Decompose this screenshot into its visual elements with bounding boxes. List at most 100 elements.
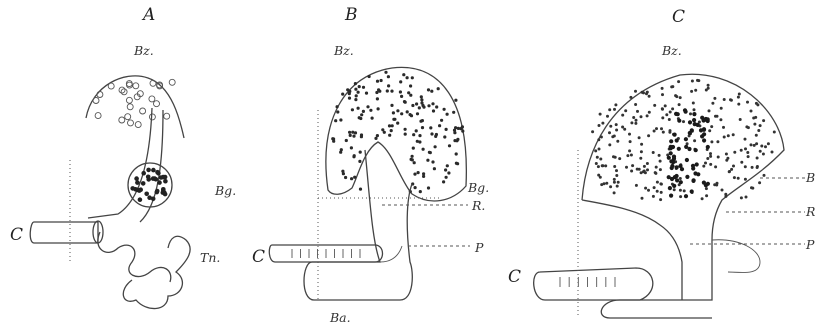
cap-dot bbox=[413, 173, 416, 176]
cap-circle bbox=[133, 83, 139, 89]
cap-dot bbox=[661, 93, 664, 96]
cap-dot bbox=[336, 105, 339, 108]
cap-dot bbox=[740, 149, 743, 152]
cap-dot bbox=[732, 165, 735, 168]
cap-circle bbox=[125, 114, 131, 120]
cap-dot bbox=[358, 85, 361, 88]
cap-dot bbox=[360, 135, 363, 138]
cap-dot bbox=[771, 151, 774, 154]
cap-dot bbox=[696, 79, 699, 82]
cap-dot bbox=[636, 110, 639, 113]
cap-dot bbox=[445, 128, 448, 131]
cap-dot bbox=[733, 176, 736, 179]
cap-dot-dense bbox=[688, 131, 692, 135]
cap-dot bbox=[671, 107, 674, 110]
cap-dot bbox=[710, 140, 713, 143]
cap-dot bbox=[691, 80, 694, 83]
cap-dot bbox=[690, 90, 693, 93]
cap-dot-dense bbox=[692, 112, 696, 116]
cap-dot bbox=[606, 115, 609, 118]
panel-a-lobes-2 bbox=[123, 236, 190, 308]
cap-dot-dense bbox=[668, 186, 672, 190]
panel-b-cap-outline bbox=[326, 67, 466, 201]
cap-dot bbox=[739, 118, 742, 121]
panel-c: C Bz. C B R P bbox=[508, 7, 815, 318]
cap-dot bbox=[655, 166, 658, 169]
cap-dot bbox=[630, 121, 633, 124]
ganglion-dot bbox=[134, 176, 139, 181]
cap-dot bbox=[591, 130, 594, 133]
cap-dot bbox=[615, 169, 618, 172]
cap-dot bbox=[751, 166, 754, 169]
cap-dot-dense bbox=[684, 145, 688, 149]
cap-dot bbox=[759, 150, 762, 153]
cap-dot bbox=[595, 162, 598, 165]
cap-dot-dense bbox=[669, 139, 673, 143]
cap-dot bbox=[624, 109, 627, 112]
cap-dot-dense bbox=[688, 120, 692, 124]
cap-dot bbox=[420, 95, 423, 98]
cap-dot bbox=[461, 125, 464, 128]
panel-a: A Bz. Bg. C Tn. bbox=[10, 5, 236, 309]
cap-dot bbox=[345, 139, 348, 142]
cap-dot-dense bbox=[667, 156, 671, 160]
ganglion-dot bbox=[161, 175, 166, 180]
cap-dot bbox=[635, 119, 638, 122]
cap-dot bbox=[629, 140, 632, 143]
cap-dot bbox=[435, 133, 438, 136]
cap-dot-dense bbox=[678, 164, 682, 168]
cap-dot-dense bbox=[695, 162, 699, 166]
cap-circle bbox=[128, 120, 134, 126]
cap-dot bbox=[443, 135, 446, 138]
cap-dot bbox=[392, 111, 395, 114]
panel-a-title: A bbox=[141, 5, 155, 25]
cap-dot bbox=[646, 168, 649, 171]
cap-dot bbox=[371, 117, 374, 120]
cap-dot bbox=[608, 143, 611, 146]
cap-dot bbox=[388, 124, 391, 127]
cap-dot bbox=[434, 145, 437, 148]
cap-dot bbox=[677, 80, 680, 83]
cap-dot bbox=[713, 97, 716, 100]
cap-dot bbox=[597, 138, 600, 141]
cap-dot bbox=[615, 123, 618, 126]
cap-dot bbox=[446, 164, 449, 167]
cap-dot bbox=[643, 165, 646, 168]
cap-dot bbox=[417, 171, 420, 174]
cap-dot bbox=[599, 176, 602, 179]
cap-dot-dense bbox=[706, 117, 710, 121]
cap-dot bbox=[673, 188, 676, 191]
cap-dot bbox=[758, 181, 761, 184]
cap-dot-dense bbox=[696, 123, 700, 127]
panel-c-label-b: B bbox=[805, 170, 815, 185]
cap-dot bbox=[420, 98, 423, 101]
cap-dot bbox=[641, 91, 644, 94]
cap-dot bbox=[641, 197, 644, 200]
cap-dot bbox=[388, 134, 391, 137]
cap-dot bbox=[409, 113, 412, 116]
cap-dot bbox=[628, 133, 631, 136]
cap-dot bbox=[737, 96, 740, 99]
cap-dot bbox=[461, 130, 464, 133]
cap-dot bbox=[634, 90, 637, 93]
cap-dot bbox=[671, 85, 674, 88]
cap-dot bbox=[665, 113, 668, 116]
cap-dot bbox=[354, 131, 357, 134]
cap-dot bbox=[339, 118, 342, 121]
cap-dot bbox=[448, 144, 451, 147]
cap-dot bbox=[640, 150, 643, 153]
cap-circle bbox=[119, 117, 125, 123]
cap-dot bbox=[745, 196, 748, 199]
cap-dot bbox=[764, 145, 767, 148]
cap-dot bbox=[416, 140, 419, 143]
cap-dot bbox=[629, 96, 632, 99]
ganglion-dot bbox=[157, 180, 162, 185]
cap-dot bbox=[354, 82, 357, 85]
cap-dot bbox=[709, 152, 712, 155]
cap-dot bbox=[759, 124, 762, 127]
panel-a-cap-outline bbox=[86, 76, 184, 138]
cap-dot bbox=[409, 94, 412, 97]
cap-dot bbox=[331, 137, 334, 140]
cap-dot bbox=[406, 76, 409, 79]
cap-dot bbox=[426, 159, 429, 162]
